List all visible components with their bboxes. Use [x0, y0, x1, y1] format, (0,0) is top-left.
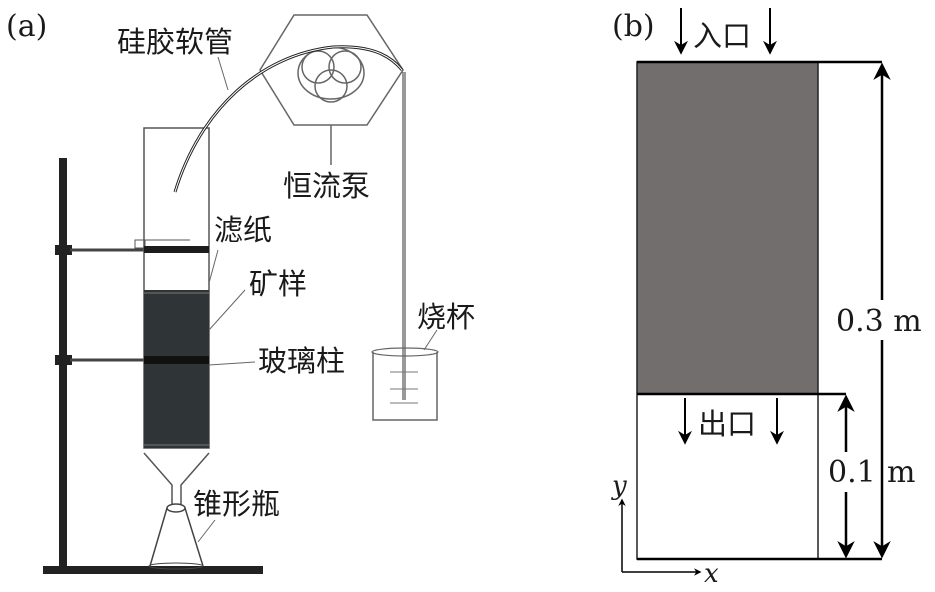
sample-leader [208, 289, 246, 331]
sample-region [637, 62, 818, 394]
stand-rod [59, 158, 67, 574]
filter-leader [208, 249, 219, 284]
outlet-label: 出口 [698, 407, 756, 441]
clamp-jaw [134, 239, 146, 249]
filter-paper-top [144, 246, 209, 253]
roller-2 [328, 50, 362, 84]
bottom-height-unit: m [887, 455, 915, 490]
label-silicone-tube: 硅胶软管 [117, 25, 233, 59]
tube-leader [217, 56, 229, 91]
panel-b: (b) 入口 出口 0.3 m 0.1 m y x [611, 8, 932, 589]
stand-base [43, 566, 263, 574]
label-conical-flask: 锥形瓶 [193, 487, 280, 521]
column-leader [208, 361, 256, 366]
bottom-height-value: 0.1 [828, 455, 876, 490]
label-beaker: 烧杯 [417, 300, 475, 334]
flask-leader [197, 519, 216, 543]
ore-sample-fill [144, 290, 209, 448]
label-filter-paper: 滤纸 [214, 213, 272, 247]
tube-highlight [174, 46, 403, 193]
flask-mouth [166, 503, 186, 513]
total-height-label-bg [836, 300, 932, 340]
beaker-rim [371, 347, 439, 357]
label-glass-column: 玻璃柱 [258, 344, 345, 378]
label-ore-sample: 矿样 [249, 267, 307, 301]
roller-1 [301, 50, 335, 84]
beaker [372, 352, 438, 421]
total-height-label: 0.3 m [836, 304, 922, 339]
lower-clamp-boss [55, 355, 72, 365]
roller-3 [314, 69, 348, 103]
upper-clamp-boss [55, 245, 72, 255]
column-clamp-band [144, 356, 209, 364]
panel-a-tag: (a) [6, 9, 47, 44]
panel-b-tag: (b) [612, 9, 655, 44]
label-pump: 恒流泵 [283, 169, 370, 203]
bottom-height-label-bg [826, 452, 866, 492]
y-axis-label: y [611, 471, 627, 501]
x-axis-label: x [704, 559, 719, 589]
panel-a: (a) [6, 9, 475, 574]
funnel [143, 452, 210, 505]
flask-base [148, 562, 204, 570]
pump-housing [259, 14, 404, 126]
conical-flask [149, 507, 204, 567]
inlet-label: 入口 [693, 19, 751, 53]
beaker-leader [423, 329, 438, 351]
